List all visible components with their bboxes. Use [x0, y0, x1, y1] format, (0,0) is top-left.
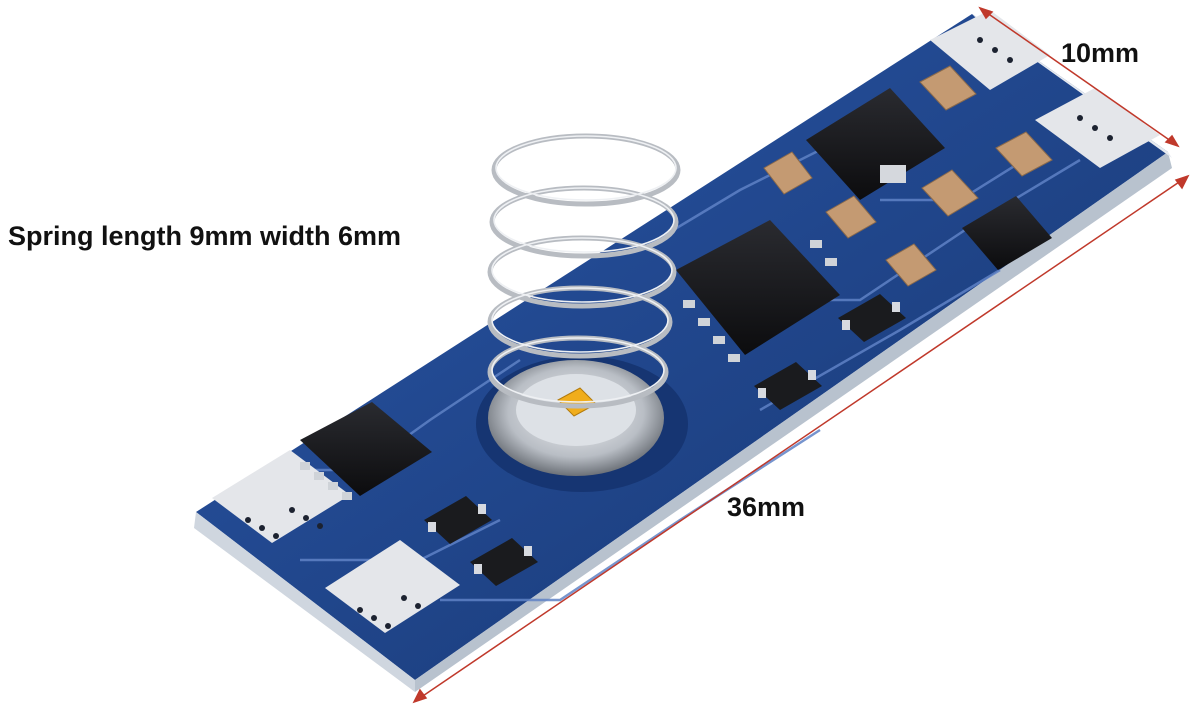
dimension-line-length [412, 174, 1190, 704]
dimension-line-width [978, 6, 1180, 148]
length-dimension-label: 36mm [727, 492, 806, 522]
smd-capacitors [763, 65, 1053, 287]
spring-dimension-label: Spring length 9mm width 6mm [8, 221, 402, 251]
spring-coil-highlight [491, 135, 677, 403]
width-dimension-label: 10mm [1061, 38, 1140, 68]
ic-chip-main [676, 220, 840, 362]
smd-resistors [424, 294, 906, 586]
solder-pads [212, 10, 1160, 633]
ic-chip-small [300, 402, 432, 500]
spring-base [476, 356, 688, 492]
ic-chip-regulator [806, 88, 1052, 270]
